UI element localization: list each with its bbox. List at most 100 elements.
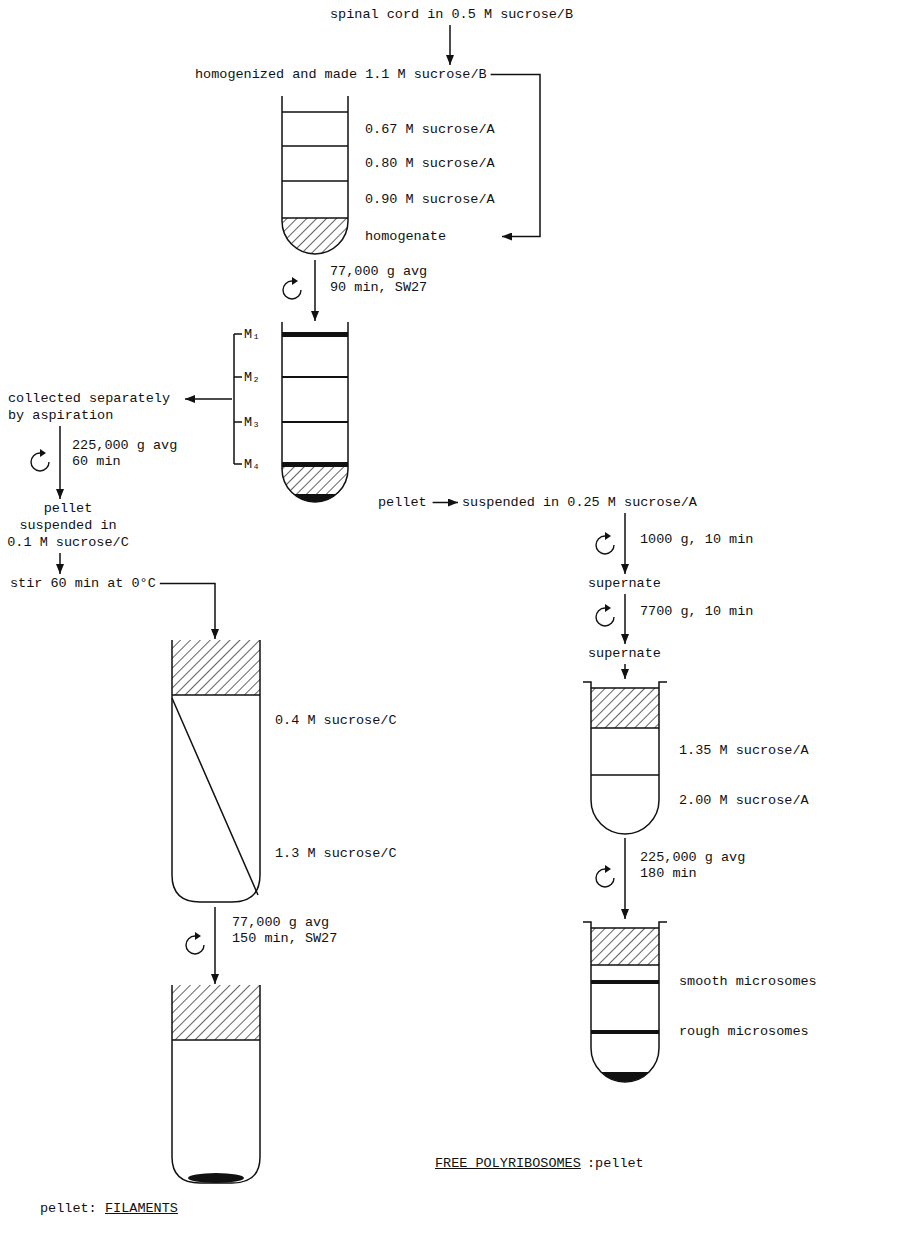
- centrifuge-condition: 1000 g, 10 min: [640, 532, 753, 548]
- drawing-stroke: [172, 695, 260, 895]
- flow-arrow: [624, 664, 626, 679]
- tube-label: smooth microsomes: [679, 973, 817, 990]
- drawing-stroke: [172, 985, 260, 1183]
- drawing-stroke: [282, 377, 348, 422]
- flow-arrow: [314, 260, 316, 321]
- step-label: suspended in 0.25 M sucrose/A: [462, 494, 697, 511]
- gradient-tube: 0.4 M sucrose/C 1.3 M sucrose/C: [170, 640, 400, 905]
- tube-label: M₃: [244, 414, 260, 431]
- step-label: spinal cord in 0.5 M sucrose/B: [330, 6, 573, 23]
- step-label: supernate: [588, 645, 661, 662]
- rotor-arrowhead: [605, 865, 611, 873]
- step-text: stir 60 min at 0°C: [10, 575, 156, 592]
- tube-label: 2.00 M sucrose/A: [679, 792, 809, 809]
- flow-arrow: [624, 594, 626, 644]
- drawing-stroke: [172, 985, 260, 1040]
- drawing-stroke: [282, 218, 348, 254]
- step-label: pellet suspended in 0.1 M sucrose/C: [4, 500, 132, 551]
- tube-outline: [232, 322, 427, 512]
- step-text: supernate: [588, 575, 661, 592]
- drawing-stroke: [282, 96, 348, 254]
- tube-label: 0.90 M sucrose/A: [365, 191, 495, 208]
- drawing-stroke: [591, 928, 659, 965]
- rotor-arrowhead: [605, 532, 611, 540]
- step-text: pellet suspended in 0.1 M sucrose/C: [4, 500, 132, 551]
- drawing-stroke: [172, 1039, 260, 1041]
- drawing-stroke: [294, 494, 337, 502]
- drawing-stroke: [282, 467, 348, 502]
- step-text: suspended in 0.25 M sucrose/A: [462, 494, 697, 511]
- tube-label: 1.3 M sucrose/C: [275, 845, 397, 862]
- drawing-stroke: [591, 928, 659, 965]
- drawing-stroke: [583, 922, 667, 1082]
- drawing-stroke: [188, 1173, 244, 1183]
- tube-label: 0.80 M sucrose/A: [365, 155, 495, 172]
- tube-label: M₁: [244, 326, 260, 343]
- tube-outline: [170, 640, 400, 905]
- rotor-arrowhead: [40, 449, 46, 457]
- step-text: collected separately by aspiration: [8, 390, 182, 424]
- centrifuge-condition: 7700 g, 10 min: [640, 604, 753, 620]
- step-text: supernate: [588, 645, 661, 662]
- tube-label: 1.35 M sucrose/A: [679, 742, 809, 759]
- tube-label: M₄: [244, 456, 260, 473]
- tube-outline: [435, 920, 825, 1175]
- step-label: supernate: [588, 575, 661, 592]
- drawing-stroke: [282, 322, 348, 502]
- gradient-tube: 0.67 M sucrose/A 0.80 M sucrose/A 0.90 M s…: [280, 96, 500, 258]
- drawing-stroke: [172, 640, 260, 695]
- centrifuge-condition: 225,000 g avg 60 min: [72, 438, 186, 470]
- flow-arrow: [624, 838, 626, 919]
- gradient-tube: 1.35 M sucrose/A 2.00 M sucrose/A: [583, 680, 811, 836]
- gradient-tube: M₁ M₂ M₃ M₄ pellet: [232, 322, 429, 512]
- flow-arrow: [491, 75, 540, 237]
- centrifuge-condition: 77,000 g avg 150 min, SW27: [232, 915, 346, 947]
- tube-outline: [40, 985, 270, 1220]
- flow-arrow: [214, 907, 216, 984]
- rotor-arrowhead: [605, 604, 611, 612]
- drawing-stroke: [583, 922, 667, 1082]
- flow-arrow: [185, 398, 232, 400]
- drawing-stroke: [282, 112, 348, 218]
- gradient-tube: smooth microsomesrough microsomesFREE PO…: [435, 920, 825, 1175]
- drawing-stroke: [172, 985, 260, 1183]
- flow-arrow: [449, 25, 451, 65]
- drawing-stroke: [234, 334, 242, 464]
- flow-arrow: [59, 553, 61, 574]
- drawing-stroke: [282, 322, 348, 502]
- drawing-stroke: [591, 980, 659, 984]
- drawing-stroke: [172, 640, 260, 902]
- drawing-stroke: [282, 332, 348, 337]
- step-text: homogenized and made 1.1 M sucrose/B: [195, 66, 487, 83]
- tube-label: FILAMENTS: [105, 1200, 178, 1217]
- drawing-stroke: [601, 1072, 649, 1082]
- tube-label: pellet:: [40, 1200, 97, 1217]
- pellet-tube: pellet: FILAMENTS: [40, 985, 270, 1220]
- flow-arrow: [433, 502, 458, 504]
- tube-label: 0.4 M sucrose/C: [275, 712, 397, 729]
- step-label: homogenized and made 1.1 M sucrose/B: [195, 66, 487, 83]
- tube-label: pellet: [378, 494, 427, 511]
- rotor-arrowhead: [292, 277, 298, 285]
- flow-arrow: [624, 513, 626, 574]
- flow-arrow: [160, 584, 215, 640]
- tube-label: M₂: [244, 369, 260, 386]
- drawing-stroke: [583, 682, 667, 834]
- tube-label: homogenate: [365, 228, 446, 245]
- drawing-stroke: [591, 688, 659, 775]
- centrifuge-condition: 225,000 g avg 180 min: [640, 850, 754, 882]
- step-label: stir 60 min at 0°C: [10, 575, 156, 592]
- centrifuge-condition: 77,000 g avg 90 min, SW27: [330, 264, 444, 296]
- tube-label: 0.67 M sucrose/A: [365, 121, 495, 138]
- drawing-stroke: [591, 688, 659, 728]
- tube-label: :pellet: [587, 1155, 644, 1172]
- tube-label: FREE POLYRIBOSOMES: [435, 1155, 581, 1172]
- flow-arrow: [59, 426, 61, 499]
- step-label: collected separately by aspiration: [8, 390, 182, 424]
- step-text: spinal cord in 0.5 M sucrose/B: [330, 6, 573, 23]
- drawing-stroke: [591, 1030, 659, 1034]
- rotor-arrowhead: [195, 932, 201, 940]
